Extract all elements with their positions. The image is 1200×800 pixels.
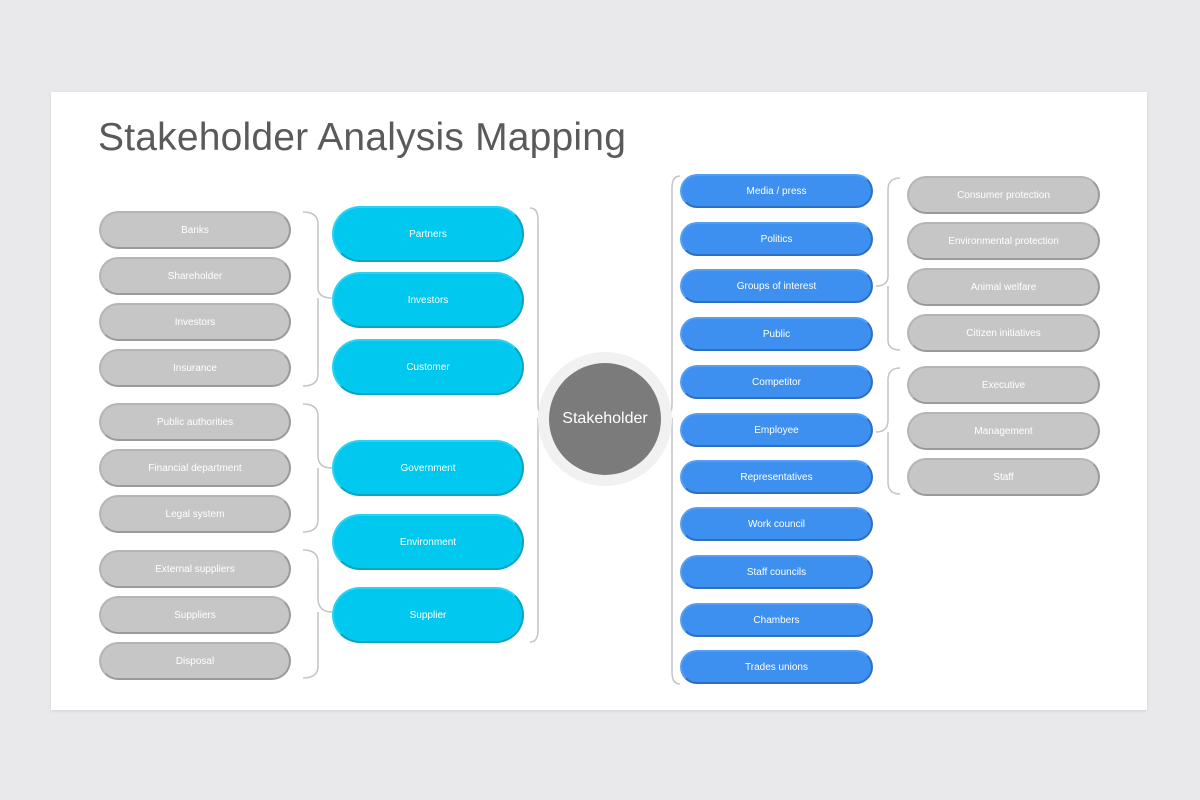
left-item-shareholder: Shareholder (99, 257, 291, 295)
blue-item-trades-unions: Trades unions (680, 650, 873, 684)
left-item-insurance: Insurance (99, 349, 291, 387)
right-item-environmental-protection: Environmental protection (907, 222, 1100, 260)
slide-title: Stakeholder Analysis Mapping (98, 116, 627, 159)
left-item-banks: Banks (99, 211, 291, 249)
right-item-animal-welfare: Animal welfare (907, 268, 1100, 306)
right-item-executive: Executive (907, 366, 1100, 404)
cyan-item-partners: Partners (332, 206, 524, 262)
right-item-management: Management (907, 412, 1100, 450)
right-item-citizen-initiatives: Citizen initiatives (907, 314, 1100, 352)
blue-item-chambers: Chambers (680, 603, 873, 637)
cyan-item-supplier: Supplier (332, 587, 524, 643)
left-item-legal-system: Legal system (99, 495, 291, 533)
left-item-financial-department: Financial department (99, 449, 291, 487)
blue-item-work-council: Work council (680, 507, 873, 541)
left-item-public-authorities: Public authorities (99, 403, 291, 441)
center-node-stakeholder: Stakeholder (549, 363, 661, 475)
blue-item-groups-of-interest: Groups of interest (680, 269, 873, 303)
blue-item-staff-councils: Staff councils (680, 555, 873, 589)
blue-item-employee: Employee (680, 413, 873, 447)
left-item-external-suppliers: External suppliers (99, 550, 291, 588)
left-item-disposal: Disposal (99, 642, 291, 680)
right-item-consumer-protection: Consumer protection (907, 176, 1100, 214)
cyan-item-environment: Environment (332, 514, 524, 570)
blue-item-representatives: Representatives (680, 460, 873, 494)
cyan-item-investors: Investors (332, 272, 524, 328)
cyan-item-government: Government (332, 440, 524, 496)
right-item-staff: Staff (907, 458, 1100, 496)
blue-item-politics: Politics (680, 222, 873, 256)
blue-item-media-press: Media / press (680, 174, 873, 208)
left-item-suppliers: Suppliers (99, 596, 291, 634)
left-item-investors: Investors (99, 303, 291, 341)
blue-item-competitor: Competitor (680, 365, 873, 399)
cyan-item-customer: Customer (332, 339, 524, 395)
blue-item-public: Public (680, 317, 873, 351)
